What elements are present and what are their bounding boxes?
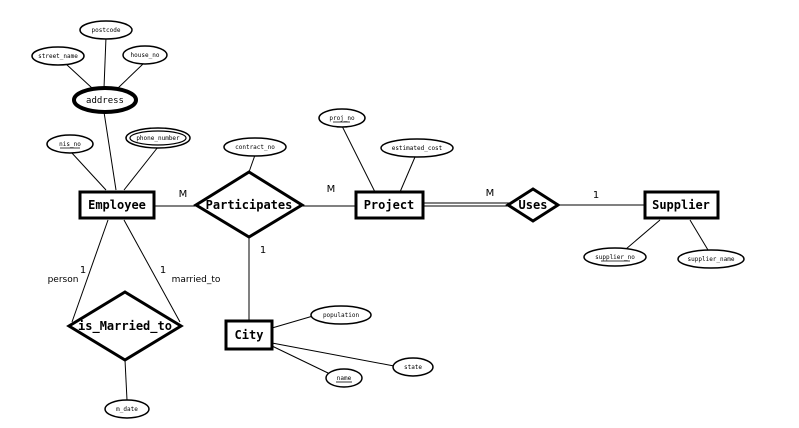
- line-employee-married-person: [71, 219, 109, 323]
- cardinality-participates-project: M: [327, 184, 336, 195]
- line-houseno-address: [117, 63, 144, 89]
- attribute-nis-no-label: nis_no: [59, 141, 81, 148]
- entity-project: Project: [354, 190, 425, 220]
- attribute-name: name: [325, 368, 363, 388]
- line-employee-married-to: [123, 219, 181, 323]
- attribute-postcode-label: postcode: [92, 27, 121, 34]
- attribute-phone-number: phone_number: [125, 127, 191, 149]
- cardinality-married-person: 1: [80, 265, 86, 276]
- relationship-is-married-to-label: is_Married_to: [78, 319, 172, 334]
- attribute-estimated-cost-label: estimated_cost: [392, 145, 443, 152]
- line-city-name: [271, 345, 329, 374]
- line-city-state: [271, 342, 395, 367]
- cardinality-project-uses: M: [486, 188, 495, 199]
- line-projno-project: [341, 125, 376, 193]
- relationship-uses-label: Uses: [519, 198, 548, 212]
- attribute-contract-no-label: contract_no: [235, 144, 275, 151]
- entity-project-label: Project: [364, 198, 415, 212]
- attribute-address: address: [72, 86, 138, 114]
- line-phone-employee: [123, 146, 159, 191]
- entity-supplier-label: Supplier: [652, 198, 710, 212]
- entity-supplier: Supplier: [643, 190, 720, 220]
- relationship-is-married-to: is_Married_to: [66, 290, 184, 362]
- attribute-state: state: [392, 357, 434, 377]
- attribute-supplier-no-label: supplier_no: [595, 254, 635, 261]
- line-postcode-address: [103, 36, 107, 89]
- line-supplier-supplierno: [625, 219, 661, 250]
- entity-employee-label: Employee: [88, 198, 146, 212]
- cardinality-employee-participates: M: [179, 189, 188, 200]
- attribute-name-label: name: [337, 375, 352, 382]
- attribute-phone-number-label: phone_number: [136, 135, 180, 142]
- role-person: person: [48, 275, 79, 285]
- relationship-participates-label: Participates: [206, 198, 293, 212]
- entity-city-label: City: [235, 328, 264, 342]
- attribute-supplier-name-label: supplier_name: [688, 256, 735, 263]
- cardinality-participates-city: 1: [260, 245, 266, 256]
- attribute-address-label: address: [86, 96, 124, 106]
- attribute-state-label: state: [404, 364, 422, 371]
- relationship-uses: Uses: [505, 187, 561, 223]
- attribute-contract-no: contract_no: [223, 137, 287, 157]
- line-married-mdate: [124, 359, 128, 401]
- attribute-house-no: house_no: [122, 45, 168, 65]
- line-nisno-employee: [70, 151, 107, 191]
- attribute-m-date-label: m_date: [116, 406, 138, 413]
- line-street-address: [65, 63, 93, 89]
- attribute-proj-no-label: proj_no: [329, 115, 355, 122]
- attribute-postcode: postcode: [79, 20, 133, 40]
- entity-employee: Employee: [78, 190, 156, 220]
- cardinality-married-to: 1: [160, 265, 166, 276]
- role-married-to: married_to: [172, 275, 221, 285]
- attribute-supplier-no: supplier_no: [583, 247, 647, 267]
- relationship-participates: Participates: [193, 170, 305, 239]
- line-estcost-project: [399, 156, 416, 193]
- connector-lines: [65, 36, 709, 401]
- attribute-street-name-label: street_name: [38, 53, 78, 60]
- entity-city: City: [224, 319, 274, 351]
- line-address-employee: [103, 111, 117, 191]
- line-supplier-suppliername: [689, 219, 709, 251]
- attribute-proj-no: proj_no: [318, 108, 366, 128]
- attribute-house-no-label: house_no: [131, 52, 160, 59]
- line-city-population: [271, 315, 314, 329]
- attribute-supplier-name: supplier_name: [677, 249, 745, 269]
- attribute-estimated-cost: estimated_cost: [380, 138, 454, 158]
- attribute-m-date: m_date: [104, 399, 150, 419]
- line-contract-participates: [248, 154, 256, 173]
- attribute-street-name: street_name: [31, 46, 85, 66]
- cardinality-uses-supplier: 1: [593, 190, 599, 201]
- attribute-population: population: [310, 305, 372, 325]
- attribute-population-label: population: [323, 312, 360, 319]
- attribute-nis-no: nis_no: [46, 134, 94, 154]
